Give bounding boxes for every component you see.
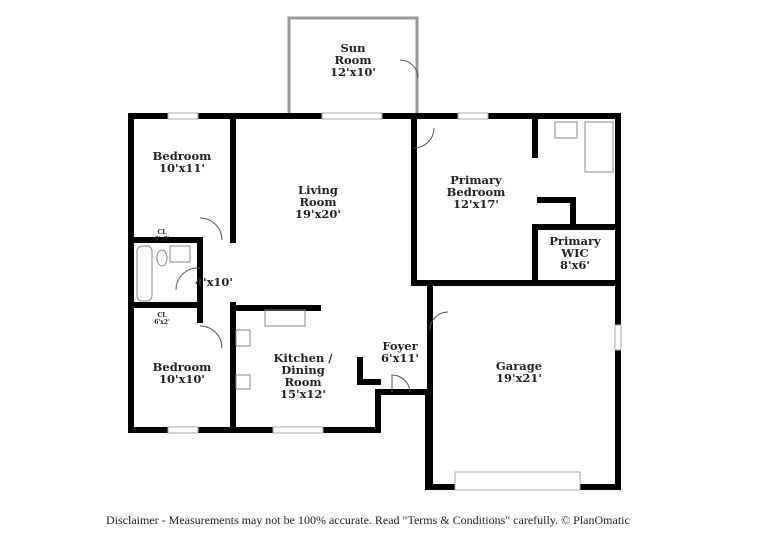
room-name: Living Room [298,183,338,209]
room-size: 10'x10' [159,372,205,386]
room-name: Sun Room [334,41,372,67]
room-name: Primary Bedroom [446,173,506,199]
room-name: Foyer [382,339,418,353]
room-size: 12'x17' [453,197,499,211]
room-name: Kitchen / Dining Room [273,351,333,389]
bath-label: 4'x10' [195,276,233,288]
room-size: 8'x6' [560,258,590,272]
room-name: Primary WIC [549,234,601,260]
room-size: 19'x20' [295,207,341,221]
room-size: 19'x21' [496,371,542,385]
room-size: 6'x11' [381,351,419,365]
room-name: Bedroom [152,149,212,163]
room-size: 6'x2' [154,236,170,243]
room-name: Bedroom [152,360,212,374]
room-size: 15'x12' [280,387,326,401]
disclaimer: Disclaimer - Measurements may not be 100… [106,513,630,527]
fixtures [136,121,614,390]
room-size: 10'x11' [159,161,205,175]
room-name: CL [157,229,167,236]
room-size: 12'x10' [330,65,376,79]
room-name: Garage [495,359,543,373]
room-size: 6'x2' [154,319,170,326]
walls [128,113,621,490]
doors [175,59,449,393]
room-size: 4'x10' [195,275,233,289]
windows [167,112,622,491]
room-name: CL [157,312,167,319]
